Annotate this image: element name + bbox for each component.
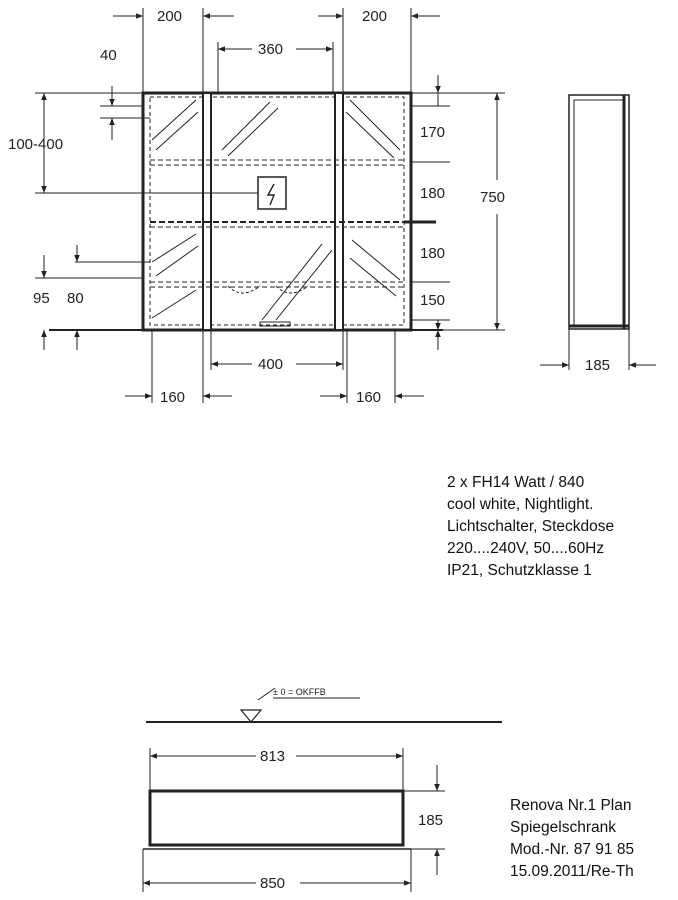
dim-bottom-left-160: 160 (160, 389, 185, 406)
dim-100-400: 100-400 (8, 136, 63, 153)
dim-40: 40 (100, 47, 117, 64)
title-product: Renova Nr.1 Plan (510, 797, 632, 814)
door-divider-right (334, 92, 344, 331)
spec-line-4: 220....240V, 50....60Hz (447, 540, 605, 557)
dim-bottom-400: 400 (258, 356, 283, 373)
spec-line-5: IP21, Schutzklasse 1 (447, 562, 592, 579)
light-strip (259, 321, 291, 327)
mirror-hatching (151, 99, 401, 321)
level-marker-icon (239, 709, 263, 723)
level-label: ± 0 = OKFFB (273, 687, 326, 697)
front-view-labels: 200 200 360 40 100-400 170 180 180 150 7… (8, 8, 505, 406)
title-date: 15.09.2011/Re-Th (510, 863, 634, 880)
dim-shelf-180-a: 180 (420, 185, 445, 202)
switch-icon (257, 176, 287, 210)
front-view-dimensions (35, 8, 505, 403)
dim-shelf-170: 170 (420, 124, 445, 141)
dim-bottom-right-160: 160 (356, 389, 381, 406)
dim-left-95: 95 (33, 290, 50, 307)
title-model: Mod.-Nr. 87 91 85 (510, 841, 635, 858)
dim-plan-185: 185 (418, 812, 443, 829)
dim-shelf-180-b: 180 (420, 245, 445, 262)
cabinet-inner-outline (149, 96, 405, 326)
dim-plan-850: 850 (260, 875, 285, 892)
spec-line-3: Lichtschalter, Steckdose (447, 518, 615, 535)
dim-left-80: 80 (67, 290, 84, 307)
plan-view-labels: ± 0 = OKFFB 813 850 185 (260, 687, 443, 892)
dim-total-750: 750 (480, 189, 505, 206)
title-block: Renova Nr.1 Plan Spiegelschrank Mod.-Nr.… (510, 795, 634, 883)
cabinet-outline (141, 91, 413, 332)
plan-view (142, 687, 502, 892)
side-outline (568, 94, 630, 330)
side-view (540, 94, 656, 370)
socket-shape-right (275, 285, 309, 294)
spec-line-2: cool white, Nightlight. (447, 496, 594, 513)
spec-notes: 2 x FH14 Watt / 840 cool white, Nightlig… (447, 472, 614, 582)
dim-top-left-200: 200 (157, 8, 182, 25)
dim-plan-813: 813 (260, 748, 285, 765)
dim-side-depth: 185 (585, 357, 610, 374)
dim-shelf-150: 150 (420, 292, 445, 309)
front-view (49, 91, 443, 332)
title-type: Spiegelschrank (510, 819, 616, 836)
socket-shape-left (227, 285, 261, 294)
dim-top-right-200: 200 (362, 8, 387, 25)
dim-top-360: 360 (258, 41, 283, 58)
plan-outline (148, 789, 405, 847)
spec-line-1: 2 x FH14 Watt / 840 (447, 474, 585, 491)
door-divider-left (202, 92, 212, 331)
